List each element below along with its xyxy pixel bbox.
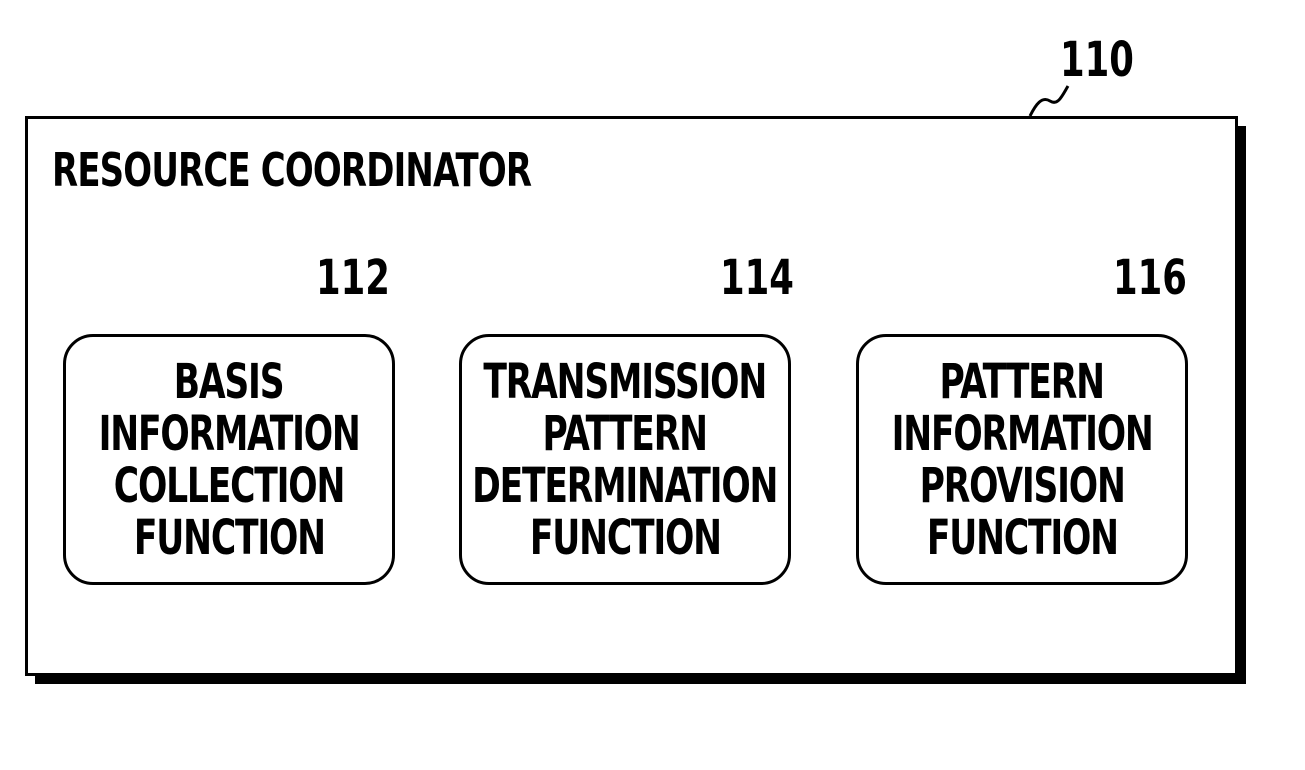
basis-information-collection-function-box: BASIS INFORMATION COLLECTION FUNCTION <box>63 334 395 585</box>
function-3-reference-numeral: 116 <box>1113 254 1187 302</box>
function-1-line-4: FUNCTION <box>133 512 324 564</box>
function-3-line-1: PATTERN <box>940 356 1104 408</box>
function-3-line-4: FUNCTION <box>926 512 1117 564</box>
function-2-reference-numeral: 114 <box>720 254 794 302</box>
function-2-line-4: FUNCTION <box>529 512 720 564</box>
function-1-line-3: COLLECTION <box>114 460 344 512</box>
function-2-line-1: TRANSMISSION <box>484 356 767 408</box>
pattern-information-provision-function-box: PATTERN INFORMATION PROVISION FUNCTION <box>856 334 1188 585</box>
function-2-line-2: PATTERN <box>543 408 707 460</box>
outer-reference-numeral: 110 <box>1060 36 1134 84</box>
function-3-line-2: INFORMATION <box>892 408 1153 460</box>
function-1-line-1: BASIS <box>174 356 284 408</box>
function-1-line-2: INFORMATION <box>99 408 360 460</box>
resource-coordinator-title: RESOURCE COORDINATOR <box>52 147 531 193</box>
transmission-pattern-determination-function-box: TRANSMISSION PATTERN DETERMINATION FUNCT… <box>459 334 791 585</box>
function-3-line-3: PROVISION <box>919 460 1124 512</box>
function-1-reference-numeral: 112 <box>316 254 390 302</box>
leader-line-110 <box>1030 86 1068 116</box>
function-2-line-3: DETERMINATION <box>472 460 777 512</box>
